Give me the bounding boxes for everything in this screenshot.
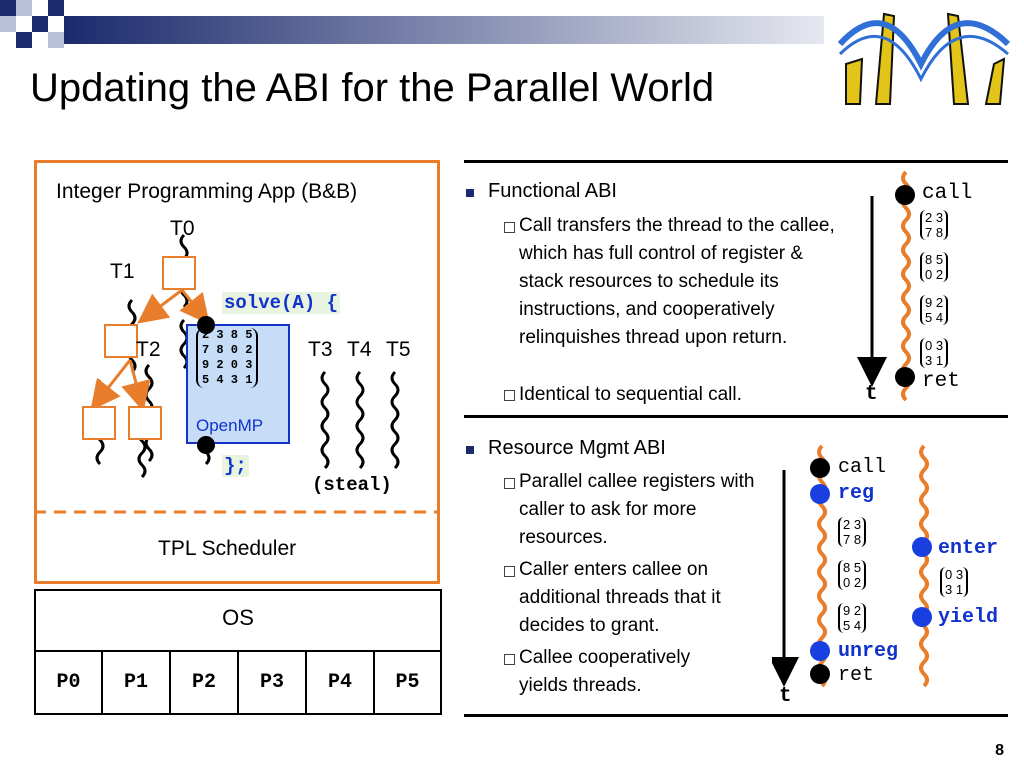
resource-abi-point-2: Caller enters callee on additional threa… <box>519 559 721 636</box>
functional-matrix-4: 0 3 3 1 <box>920 338 949 368</box>
solve-call-label: solve(A) { <box>222 292 341 314</box>
thread-label-t4: T4 <box>347 338 372 361</box>
openmp-matrix: 2 3 8 5 7 8 0 2 9 2 0 3 5 4 3 1 <box>196 328 259 388</box>
page-number: 8 <box>995 742 1004 759</box>
tpl-scheduler-label: TPL Scheduler <box>158 537 297 560</box>
resource-call-label: call <box>838 456 887 479</box>
solve-end-label: }; <box>222 455 249 477</box>
t1-task-box <box>104 324 138 358</box>
t0-task-box <box>162 256 196 290</box>
thread-t4-line <box>355 370 365 470</box>
thread-label-t0: T0 <box>170 217 195 240</box>
application-title: Integer Programming App (B&B) <box>56 180 358 203</box>
resource-unreg-label: unreg <box>838 640 899 663</box>
thread-t3-line <box>320 370 330 470</box>
processor-p4: P4 <box>305 650 375 715</box>
resource-matrix-1: 2 3 7 8 <box>838 517 867 547</box>
thread-label-t2: T2 <box>136 338 161 361</box>
processor-p1: P1 <box>101 650 171 715</box>
functional-abi-timeline <box>857 170 915 402</box>
functional-matrix-2: 8 5 0 2 <box>920 252 949 282</box>
functional-abi-point-2: Identical to sequential call. <box>519 384 742 405</box>
square-bullet-icon <box>466 446 474 454</box>
leaf-task-box-2 <box>128 406 162 440</box>
functional-call-label: call <box>922 182 973 205</box>
solve-entry-dot <box>197 316 215 334</box>
processor-p0: P0 <box>34 650 103 715</box>
resource-yield-label: yield <box>938 606 999 629</box>
resource-ret-label: ret <box>838 664 875 687</box>
slide-title: Updating the ABI for the Parallel World <box>30 66 715 110</box>
thread-label-t5: T5 <box>386 338 411 361</box>
functional-matrix-1: 2 3 7 8 <box>920 210 949 240</box>
os-label: OS <box>222 605 254 630</box>
functional-ret-label: ret <box>922 370 960 393</box>
divider-top <box>464 160 1008 163</box>
resource-abi-point-1: Parallel callee registers with caller to… <box>519 471 755 548</box>
divider-bottom <box>464 714 1008 717</box>
resource-matrix-2: 8 5 0 2 <box>838 560 867 590</box>
resource-abi-point-3: Callee cooperatively yields threads. <box>519 647 691 696</box>
divider-middle <box>464 415 1008 418</box>
resource-enter-label: enter <box>938 537 999 560</box>
steal-label: (steal) <box>312 474 392 496</box>
thread-label-t1: T1 <box>110 260 135 283</box>
functional-matrix-3: 9 2 5 4 <box>920 295 949 325</box>
thread-label-t3: T3 <box>308 338 333 361</box>
bridge-logo-icon <box>837 12 1011 105</box>
hollow-square-bullet-icon <box>504 566 515 577</box>
leaf-task-box-1 <box>82 406 116 440</box>
application-box <box>34 160 440 584</box>
resource-abi-timeline <box>772 444 932 688</box>
resource-abi-heading: Resource Mgmt ABI <box>488 437 666 459</box>
hollow-square-bullet-icon <box>504 478 515 489</box>
square-bullet-icon <box>466 189 474 197</box>
thread-t5-line <box>390 370 400 470</box>
functional-abi-heading: Functional ABI <box>488 180 617 202</box>
resource-time-label: t <box>779 685 792 708</box>
functional-time-label: t <box>865 383 878 406</box>
hollow-square-bullet-icon <box>504 222 515 233</box>
hollow-square-bullet-icon <box>504 390 515 401</box>
processor-p3: P3 <box>237 650 307 715</box>
resource-reg-label: reg <box>838 482 875 505</box>
resource-matrix-enter: 0 3 3 1 <box>940 567 969 597</box>
resource-matrix-3: 9 2 5 4 <box>838 603 867 633</box>
openmp-label: OpenMP <box>196 416 264 435</box>
hollow-square-bullet-icon <box>504 654 515 665</box>
processor-p2: P2 <box>169 650 239 715</box>
functional-abi-point-1: Call transfers the thread to the callee,… <box>519 215 835 348</box>
solve-exit-dot <box>197 436 215 454</box>
processor-p5: P5 <box>373 650 442 715</box>
